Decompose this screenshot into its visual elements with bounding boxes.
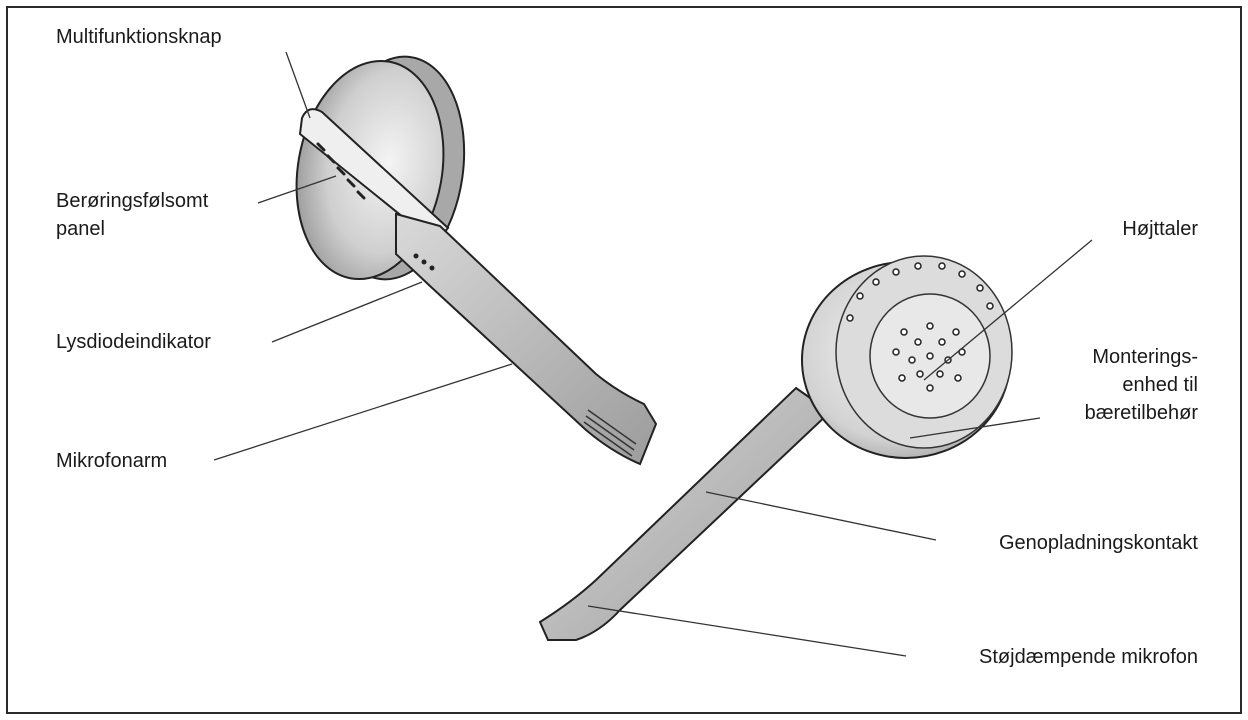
label-multifunction-button: Multifunktionsknap xyxy=(56,26,222,48)
leader-multifunction xyxy=(285,51,311,119)
leader-lines xyxy=(213,51,1093,657)
label-speaker: Højttaler xyxy=(1122,218,1198,240)
label-led-indicator: Lysdiodeindikator xyxy=(56,331,211,353)
leader-speaker xyxy=(923,239,1093,381)
leader-touch-panel xyxy=(257,175,337,204)
leader-noise-mic xyxy=(587,605,907,657)
touch-panel-marks xyxy=(316,142,366,200)
label-mount-line3: bæretilbehør xyxy=(1084,402,1198,424)
led-dots xyxy=(413,253,435,271)
label-microphone-arm: Mikrofonarm xyxy=(56,450,168,472)
leader-led xyxy=(271,281,423,343)
right-microphone-arm xyxy=(538,386,832,641)
left-headset xyxy=(295,55,658,466)
label-noise-cancel-mic: Støjdæmpende mikrofon xyxy=(979,646,1198,668)
label-charging-contact: Genopladningskontakt xyxy=(998,532,1198,554)
leader-mount xyxy=(909,417,1041,439)
label-touch-panel-line2: panel xyxy=(56,218,105,240)
label-mount-line1: Monterings- xyxy=(1092,346,1198,368)
left-microphone-arm xyxy=(395,212,658,466)
label-mount-line2: enhed til xyxy=(1122,374,1198,396)
right-headset xyxy=(538,255,1013,641)
speaker-holes xyxy=(846,262,994,392)
leader-mic-arm xyxy=(213,363,513,461)
left-mic-grille xyxy=(583,409,637,457)
leader-charging xyxy=(705,491,937,541)
label-touch-panel-line1: Berøringsfølsomt xyxy=(56,190,209,212)
